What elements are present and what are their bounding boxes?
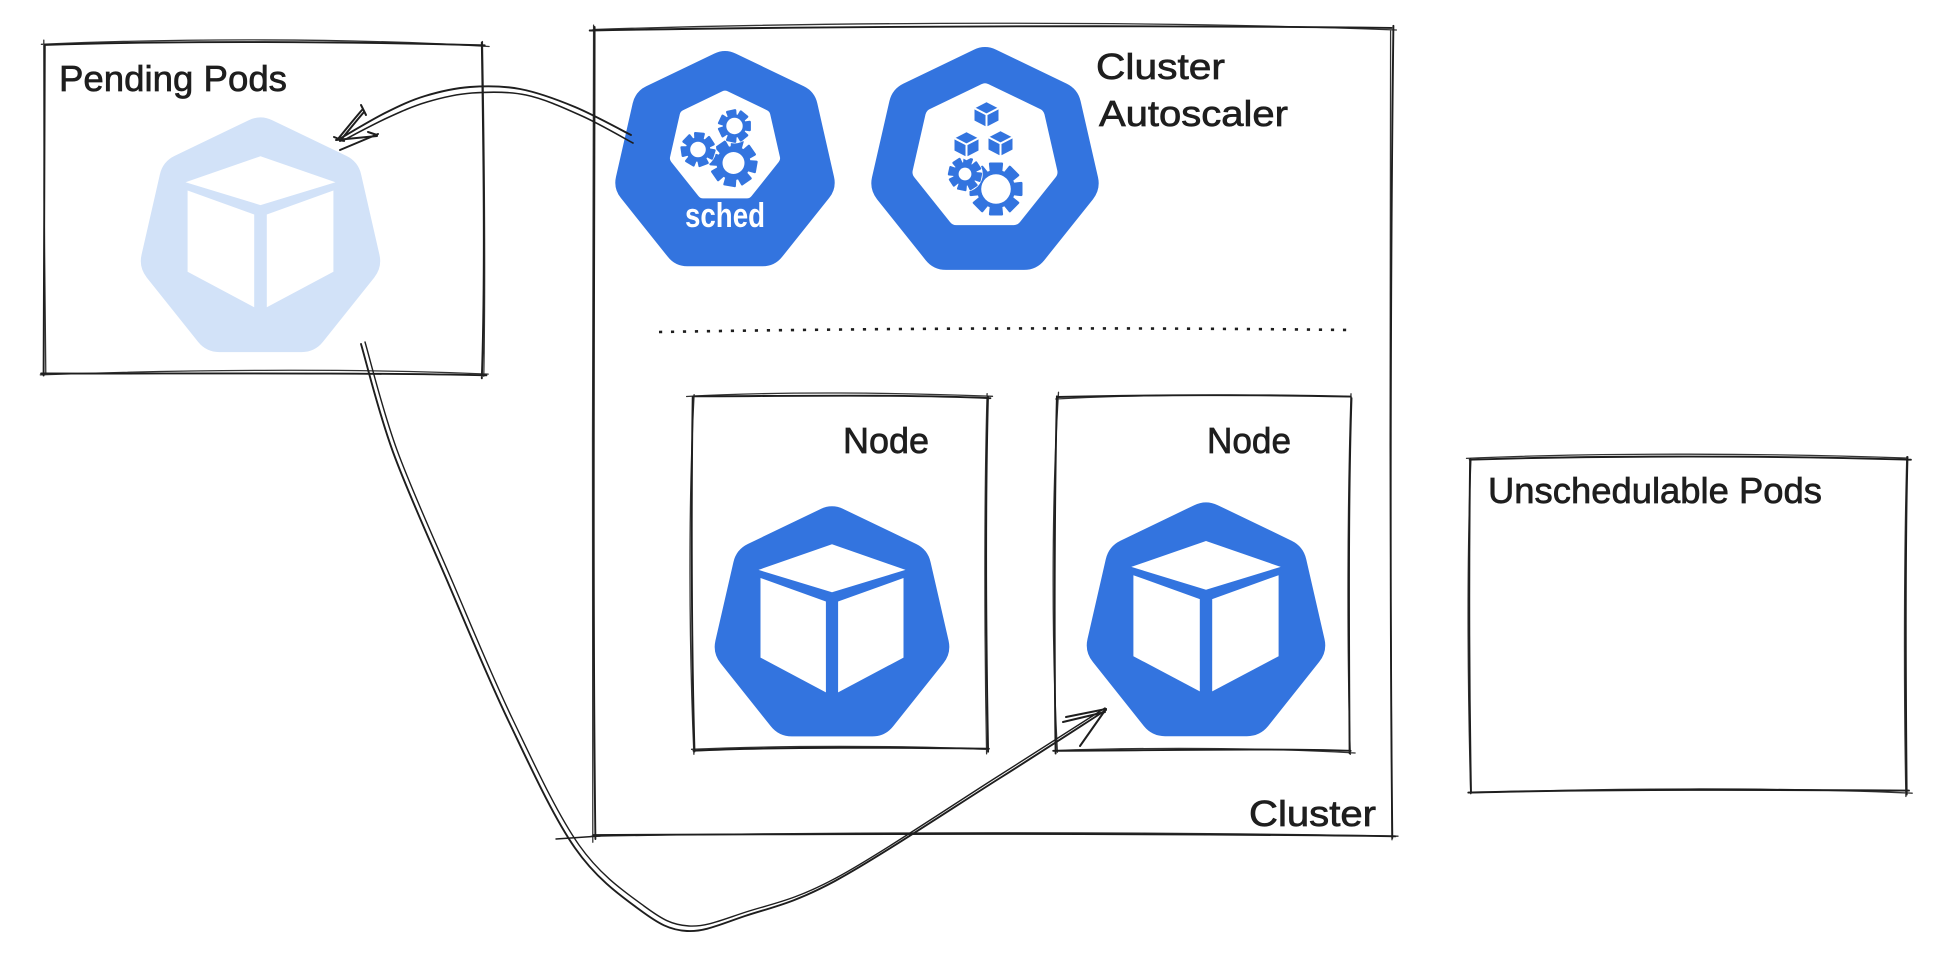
svg-text:Node: Node	[843, 420, 929, 461]
svg-text:Pending Pods: Pending Pods	[59, 58, 287, 99]
svg-text:Autoscaler: Autoscaler	[1099, 93, 1288, 134]
svg-text:Node: Node	[1207, 420, 1291, 461]
svg-text:Cluster: Cluster	[1096, 46, 1225, 87]
svg-text:Unschedulable Pods: Unschedulable Pods	[1488, 470, 1822, 511]
svg-text:sched: sched	[685, 197, 765, 235]
svg-text:Cluster: Cluster	[1249, 793, 1376, 834]
